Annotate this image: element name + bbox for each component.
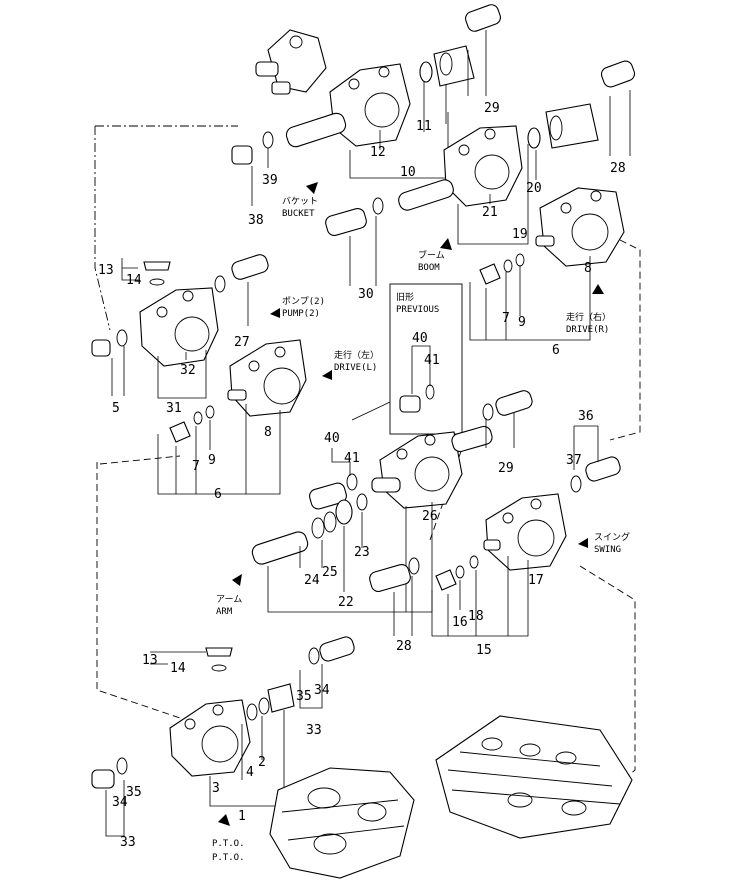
caption-boom-jp: ブーム [418,249,445,261]
callout-34b: 34 [112,795,128,810]
callout-9a: 9 [518,315,526,330]
callout-22: 22 [338,595,354,610]
caption-pto-jp: P.T.O. [212,839,245,849]
callout-32: 32 [180,363,196,378]
drive-right-valve-section [469,187,625,341]
callout-3: 3 [212,781,220,796]
previous-type-inset [351,283,463,435]
arm-valve-section [251,390,533,613]
callout-12: 12 [370,145,386,160]
assembled-valve-view-full [435,715,633,839]
direction-arrows [218,182,604,826]
callout-31: 31 [166,401,182,416]
callout-10: 10 [400,165,416,180]
callout-34a: 34 [314,683,330,698]
caption-drive-left-en: DRIVE(L) [334,363,377,373]
callout-27: 27 [234,335,250,350]
caption-pto-en: P.T.O. [212,853,245,863]
callout-7a: 7 [502,311,510,326]
caption-arm-jp: アーム [216,594,242,605]
callout-19: 19 [512,227,528,242]
callout-2: 2 [258,755,266,770]
callout-38: 38 [248,213,264,228]
callout-8a: 8 [584,261,592,276]
boom-valve-section [325,60,636,286]
callout-6a: 6 [552,343,560,358]
callout-7b: 7 [192,459,200,474]
caption-boom-en: BOOM [418,263,440,273]
callout-24: 24 [304,573,320,588]
callout-1: 1 [238,809,246,824]
caption-swing-en: SWING [594,545,621,555]
caption-drive-right-jp: 走行（右） [566,311,611,323]
assembled-valve-view-pto [269,767,415,879]
drive-left-valve-section [157,339,307,495]
caption-swing-jp: スイング [594,531,630,543]
callout-36: 36 [578,409,594,424]
pto-valve-section [91,636,355,837]
callout-23: 23 [354,545,370,560]
callout-26: 26 [422,509,438,524]
callout-numbers: 1 2 3 4 5 6 6 7 7 8 8 9 9 10 11 12 13 13… [98,101,626,850]
caption-drive-left-jp: 走行（左） [334,349,379,361]
callout-13b: 13 [142,653,158,668]
callout-4: 4 [246,765,254,780]
callout-11: 11 [416,119,432,134]
caption-bucket-en: BUCKET [282,209,315,219]
callout-29b: 29 [498,461,514,476]
callout-37: 37 [566,453,582,468]
callout-6b: 6 [214,487,222,502]
callout-40a: 40 [412,331,428,346]
callout-40b: 40 [324,431,340,446]
caption-bucket-jp: バケット [282,196,318,207]
callout-28b: 28 [396,639,412,654]
callout-16: 16 [452,615,468,630]
callout-39: 39 [262,173,278,188]
callout-35a: 35 [296,689,312,704]
callout-33a: 33 [306,723,322,738]
callout-21: 21 [482,205,498,220]
caption-drive-right-en: DRIVE(R) [566,325,609,335]
callout-9b: 9 [208,453,216,468]
callout-28a: 28 [610,161,626,176]
caption-previous-jp: 旧形 [396,291,414,303]
callout-5: 5 [112,401,120,416]
caption-pump-en: PUMP(2) [282,309,320,319]
callout-14b: 14 [170,661,186,676]
callout-41a: 41 [424,353,440,368]
callout-41b: 41 [344,451,360,466]
callout-20: 20 [526,181,542,196]
callout-15: 15 [476,643,492,658]
section-captions: バケット BUCKET ブーム BOOM ポンプ(2) PUMP(2) 走行（左… [212,196,630,863]
callout-25: 25 [322,565,338,580]
callout-33b: 33 [120,835,136,850]
callout-30: 30 [358,287,374,302]
callout-14a: 14 [126,273,142,288]
swing-valve-section [369,425,621,637]
bucket-valve-section [231,4,501,206]
pump2-valve-section [91,254,269,399]
caption-arm-en: ARM [216,607,233,617]
callout-8b: 8 [264,425,272,440]
callout-29a: 29 [484,101,500,116]
callout-35b: 35 [126,785,142,800]
caption-previous-en: PREVIOUS [396,305,439,315]
callout-18: 18 [468,609,484,624]
callout-17: 17 [528,573,544,588]
callout-13a: 13 [98,263,114,278]
caption-pump-jp: ポンプ(2) [282,296,325,307]
